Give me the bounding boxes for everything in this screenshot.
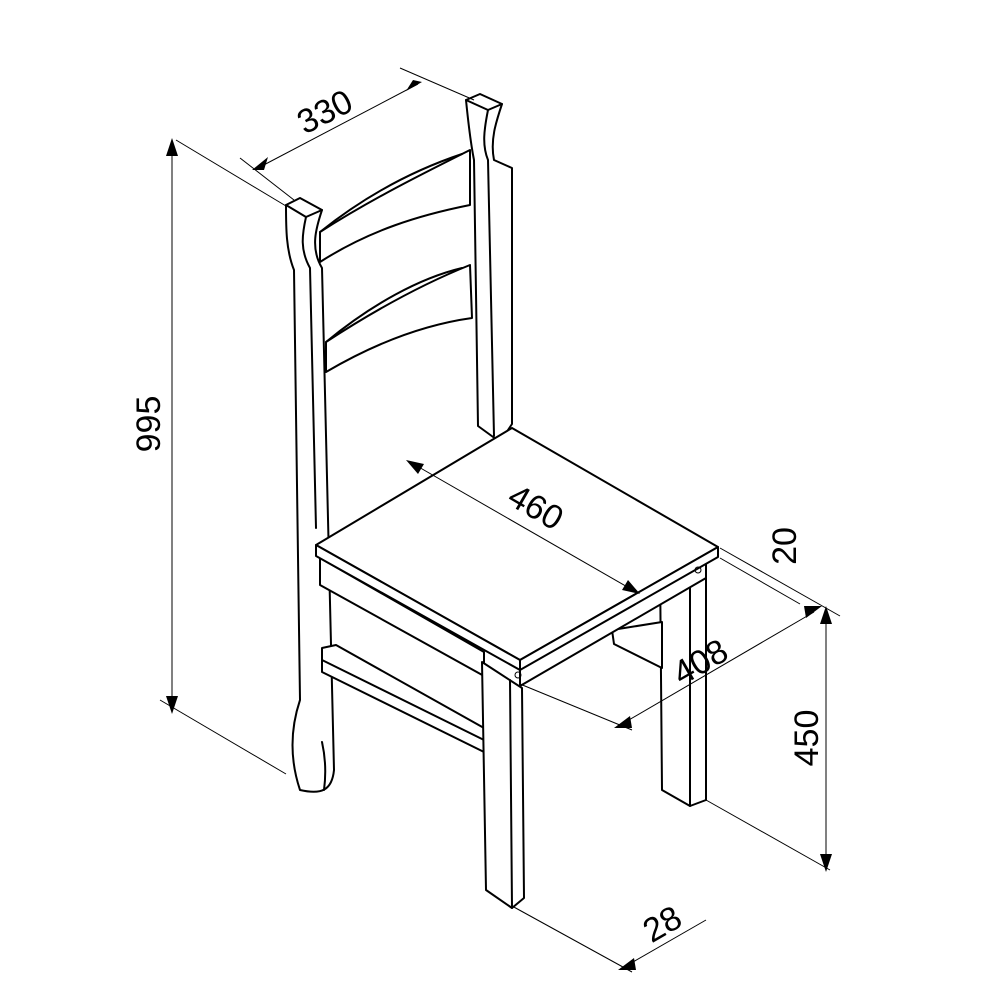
dimension-seat-height xyxy=(705,606,832,872)
dimension-seat-thickness xyxy=(719,547,841,617)
label-total-height: 995 xyxy=(130,396,168,453)
dimension-seat-depth xyxy=(406,460,640,594)
left-rear-post xyxy=(285,197,335,793)
dimension-total-height xyxy=(159,138,287,775)
label-seat-height: 450 xyxy=(788,710,826,767)
rear-stretcher xyxy=(611,621,663,669)
dimension-back-width xyxy=(239,67,475,201)
label-back-width: 330 xyxy=(291,82,359,142)
seat xyxy=(315,427,719,679)
middle-back-rail xyxy=(325,264,473,373)
right-rear-post xyxy=(465,93,513,443)
top-back-rail xyxy=(319,149,471,263)
label-seat-thickness: 20 xyxy=(766,527,804,565)
dimension-seat-width xyxy=(519,606,822,731)
label-leg-thickness: 28 xyxy=(637,899,689,951)
dimension-leg-thickness xyxy=(511,905,707,973)
front-right-leg xyxy=(481,661,525,909)
